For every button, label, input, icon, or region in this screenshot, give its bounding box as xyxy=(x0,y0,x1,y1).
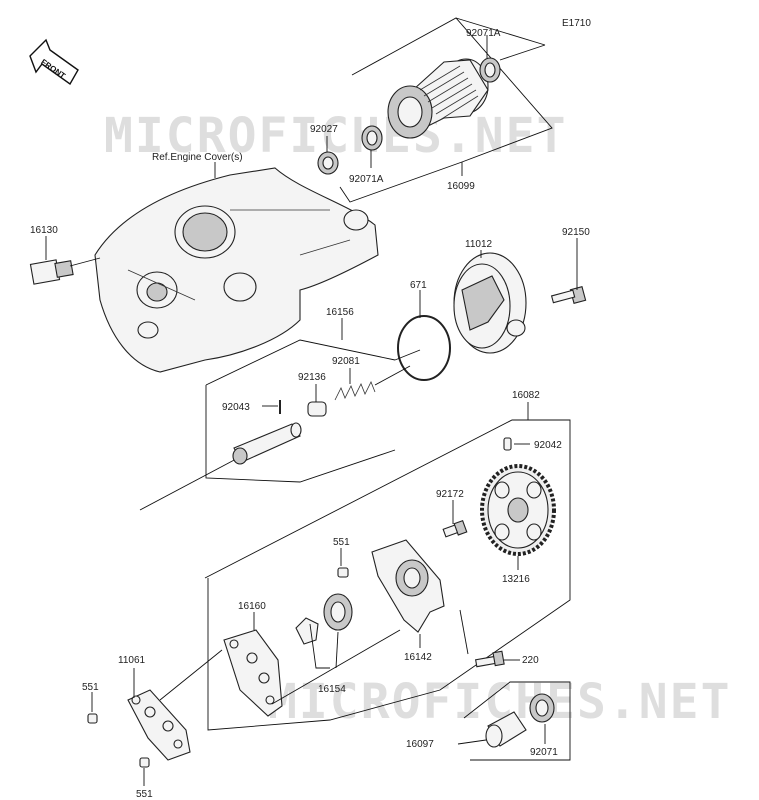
bottom-right-bracket xyxy=(463,681,571,761)
label-16156: 16156 xyxy=(326,307,354,318)
sleeve-16097 xyxy=(485,711,527,748)
oil-filter-bracket xyxy=(339,17,553,203)
label-92150: 92150 xyxy=(562,227,590,238)
gear-13216 xyxy=(480,464,556,556)
label-92081: 92081 xyxy=(332,356,360,367)
leader-lines xyxy=(45,35,578,786)
label-551-bottom: 551 xyxy=(136,789,153,800)
bolt-92172 xyxy=(442,519,468,538)
spring-92081 xyxy=(334,365,411,401)
pump-cover-11012 xyxy=(453,252,527,354)
pin-551-bottom xyxy=(139,757,150,768)
pin-551-mid xyxy=(337,567,349,578)
fitting-16130 xyxy=(29,259,74,285)
label-92071a-bottom: 92071A xyxy=(349,174,384,185)
label-11012: 11012 xyxy=(465,239,493,250)
oil-pump-bracket xyxy=(204,419,571,731)
sleeve-92136 xyxy=(307,401,327,417)
seal-92071a-bottom xyxy=(361,125,383,151)
label-551-left: 551 xyxy=(82,682,99,693)
plate-11061 xyxy=(127,689,191,761)
label-92043: 92043 xyxy=(222,402,250,413)
o-ring-671 xyxy=(397,315,451,381)
label-92136: 92136 xyxy=(298,372,326,383)
pin-92042 xyxy=(503,437,512,451)
bolt-220 xyxy=(474,650,505,668)
seal-92027 xyxy=(317,151,339,175)
seal-92071a-top xyxy=(479,57,501,83)
pump-body-16142 xyxy=(371,539,445,633)
rotor-16154-outer xyxy=(323,593,353,631)
pin-92043 xyxy=(262,400,281,414)
relief-valve-body xyxy=(232,422,302,465)
label-92172: 92172 xyxy=(436,489,464,500)
label-16082: 16082 xyxy=(512,390,540,401)
pin-551-left xyxy=(87,713,98,724)
relief-valve-bracket xyxy=(139,339,421,511)
label-551-mid: 551 xyxy=(333,537,350,548)
label-92027: 92027 xyxy=(310,124,338,135)
label-16160: 16160 xyxy=(238,601,266,612)
front-arrow-icon: FRONT xyxy=(29,38,79,86)
label-92071: 92071 xyxy=(530,747,558,758)
seal-92071 xyxy=(529,693,555,723)
label-220: 220 xyxy=(522,655,539,666)
label-11061: 11061 xyxy=(118,655,146,666)
label-16099: 16099 xyxy=(447,181,475,192)
ref-code-label: E1710 xyxy=(562,18,591,29)
label-16142: 16142 xyxy=(404,652,432,663)
rotor-16154-inner xyxy=(295,617,319,645)
engine-cover-note: Ref.Engine Cover(s) xyxy=(152,152,243,163)
oil-filter-part xyxy=(387,58,489,139)
plate-16160 xyxy=(223,629,283,717)
label-671: 671 xyxy=(410,280,427,291)
label-16097: 16097 xyxy=(406,739,434,750)
label-16130: 16130 xyxy=(30,225,58,236)
label-16154: 16154 xyxy=(318,684,346,695)
label-92071a-top: 92071A xyxy=(466,28,501,39)
part-labels: E1710 92071A 92027 Ref.Engine Cover(s) 9… xyxy=(30,18,591,800)
label-92042: 92042 xyxy=(534,440,562,451)
label-13216: 13216 xyxy=(502,574,530,585)
engine-cover-part xyxy=(94,167,379,373)
bolt-92150 xyxy=(550,286,587,304)
